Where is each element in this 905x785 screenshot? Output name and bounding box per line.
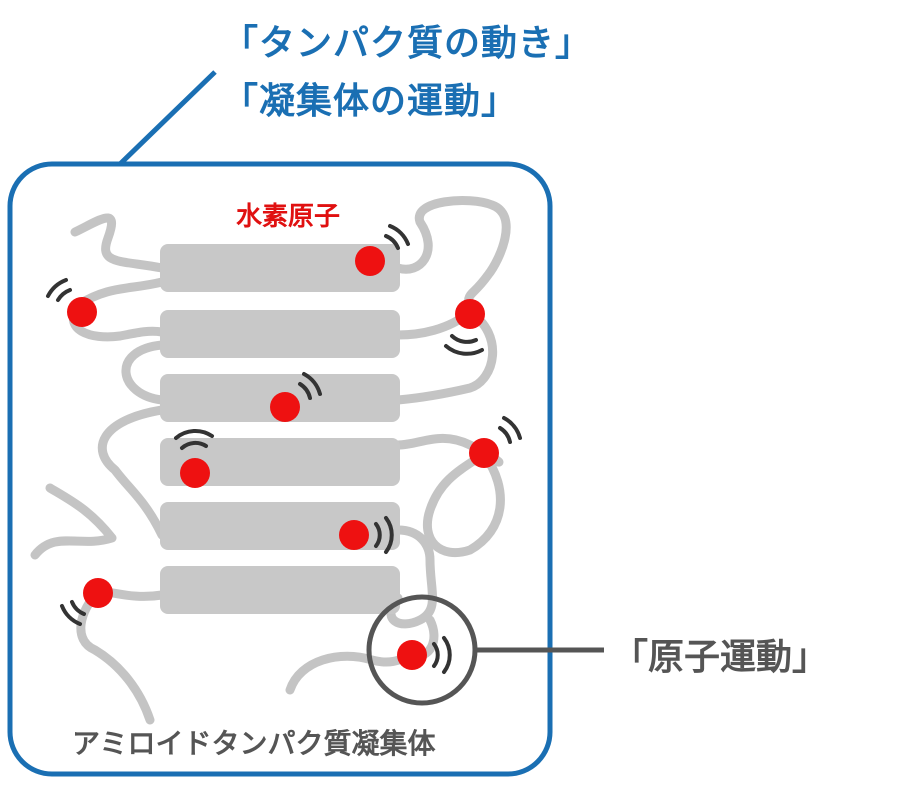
hydrogen-atom [355, 246, 385, 276]
loop-top-left [75, 218, 162, 268]
hydrogen-atom [180, 458, 210, 488]
hydrogen-atom [83, 578, 113, 608]
vibration-arc [500, 428, 510, 442]
aggregate-label: アミロイドタンパク質凝集体 [72, 722, 435, 762]
beta-strand [160, 310, 400, 358]
vibration-arc [434, 644, 438, 666]
loop-left-lower [102, 410, 162, 535]
title-line-1: 「タンパク質の動き」 [222, 14, 592, 66]
vibration-arc [58, 290, 70, 300]
loop-right-top [398, 201, 506, 312]
loop-left-mid [126, 345, 162, 400]
loop-left-bottom [81, 592, 162, 720]
title-line-2: 「凝集体の運動」 [222, 72, 518, 124]
hydrogen-atom [397, 640, 427, 670]
hydrogen-atom [339, 520, 369, 550]
atomic-motion-label: 「原子運動」 [612, 628, 828, 680]
title-pointer-line [120, 72, 215, 164]
loop-left-far [35, 488, 112, 555]
vibration-arc [176, 431, 212, 438]
hydrogen-atom [270, 392, 300, 422]
hydrogen-atom [67, 297, 97, 327]
vibration-arc [446, 346, 482, 354]
vibration-arc [444, 638, 450, 672]
vibration-arc [452, 336, 476, 342]
beta-strand [160, 566, 400, 614]
hydrogen-atom-label: 水素原子 [236, 196, 340, 233]
hydrogen-atom [469, 438, 499, 468]
hydrogen-atom [455, 299, 485, 329]
